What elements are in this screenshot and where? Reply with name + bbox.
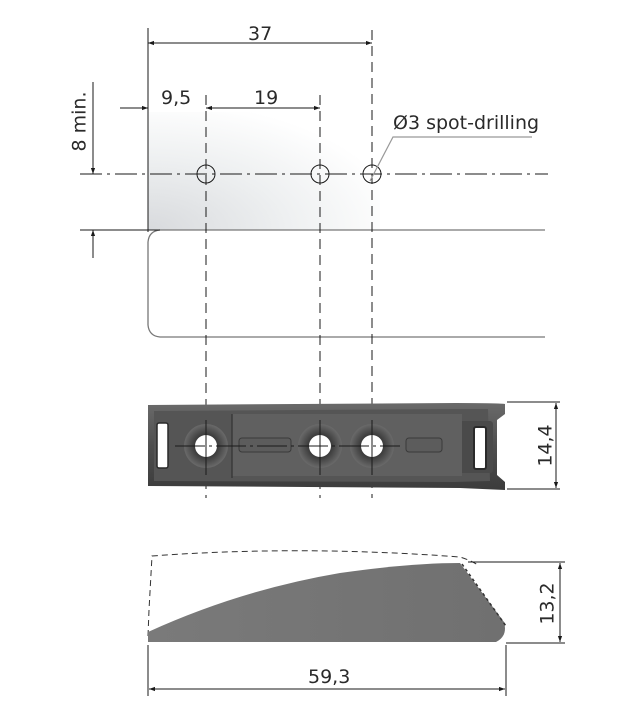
right-slot (473, 426, 487, 470)
top-view (148, 401, 560, 490)
panel-outline (147, 229, 545, 338)
label-overall-hole-span: 37 (248, 23, 273, 45)
side-view (147, 550, 565, 696)
label-hole-spacing: 19 (254, 87, 279, 109)
label-part-width: 14,4 (534, 424, 557, 467)
panel-shaded-area (148, 112, 380, 230)
drill-hole-2 (310, 164, 330, 184)
label-edge-distance: 8 min. (68, 91, 91, 152)
drill-note-leader (369, 136, 532, 182)
label-part-length: 59,3 (308, 666, 351, 688)
drill-hole-1 (196, 164, 216, 184)
label-drill-note: Ø3 spot-drilling (393, 112, 540, 134)
part-outline-dashed (147, 550, 479, 637)
label-part-height: 13,2 (536, 582, 559, 625)
part-side-body (148, 563, 505, 642)
left-slot (156, 422, 169, 469)
drilling-layout-view (80, 28, 548, 498)
label-edge-to-first-hole: 9,5 (161, 87, 192, 109)
drill-hole-3 (362, 164, 382, 184)
